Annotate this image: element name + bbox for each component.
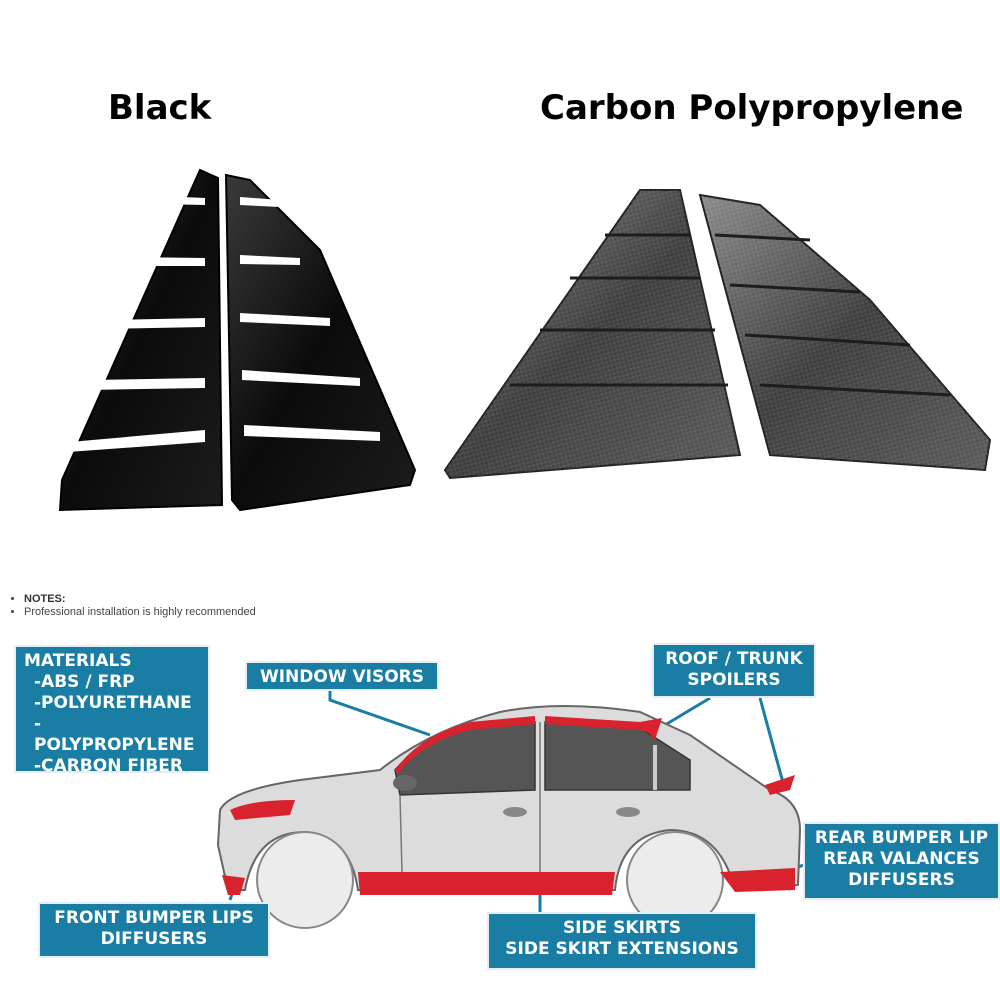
materials-label: MATERIALS -ABS / FRP -POLYURETHANE -POLY… — [14, 645, 210, 776]
notes-list: NOTES: Professional installation is high… — [6, 593, 256, 619]
accessory-highlights — [222, 716, 795, 895]
rear-bumper-label: REAR BUMPER LIP REAR VALANCES DIFFUSERS — [803, 822, 1000, 900]
product-image-louvers — [58, 168, 992, 512]
window-visors-label: WINDOW VISORS — [245, 661, 439, 691]
front-text-2: DIFFUSERS — [100, 929, 208, 949]
material-item: -ABS / FRP — [34, 672, 135, 692]
rear-text-2: REAR VALANCES — [823, 849, 980, 869]
material-item: -CARBON FIBER — [34, 756, 183, 776]
skirts-text-2: SIDE SKIRT EXTENSIONS — [505, 939, 739, 959]
rear-text-1: REAR BUMPER LIP — [814, 828, 989, 848]
black-louver-left — [58, 168, 224, 512]
notes-line: Professional installation is highly reco… — [24, 606, 256, 618]
front-text-1: FRONT BUMPER LIPS — [54, 908, 254, 928]
black-louver-right — [224, 173, 417, 512]
material-item: -POLYURETHANE — [34, 693, 192, 713]
front-bumper-label: FRONT BUMPER LIPS DIFFUSERS — [38, 902, 270, 958]
carbon-louver-right — [698, 193, 992, 472]
carbon-louver-left — [443, 189, 742, 480]
spoilers-label: ROOF / TRUNK SPOILERS — [652, 643, 816, 698]
window-visors-text: WINDOW VISORS — [259, 667, 425, 687]
car-body — [216, 705, 802, 929]
spoilers-text-2: SPOILERS — [687, 670, 781, 690]
side-skirts-label: SIDE SKIRTS SIDE SKIRT EXTENSIONS — [487, 912, 757, 970]
materials-title: MATERIALS — [24, 651, 132, 671]
notes-title: NOTES: — [24, 593, 66, 605]
material-item: -POLYPROPYLENE — [34, 714, 195, 755]
skirts-text-1: SIDE SKIRTS — [562, 918, 682, 938]
rear-text-3: DIFFUSERS — [848, 870, 955, 890]
black-heading: Black — [108, 88, 212, 128]
carbon-heading: Carbon Polypropylene — [540, 88, 964, 128]
spoilers-text-1: ROOF / TRUNK — [665, 649, 803, 669]
